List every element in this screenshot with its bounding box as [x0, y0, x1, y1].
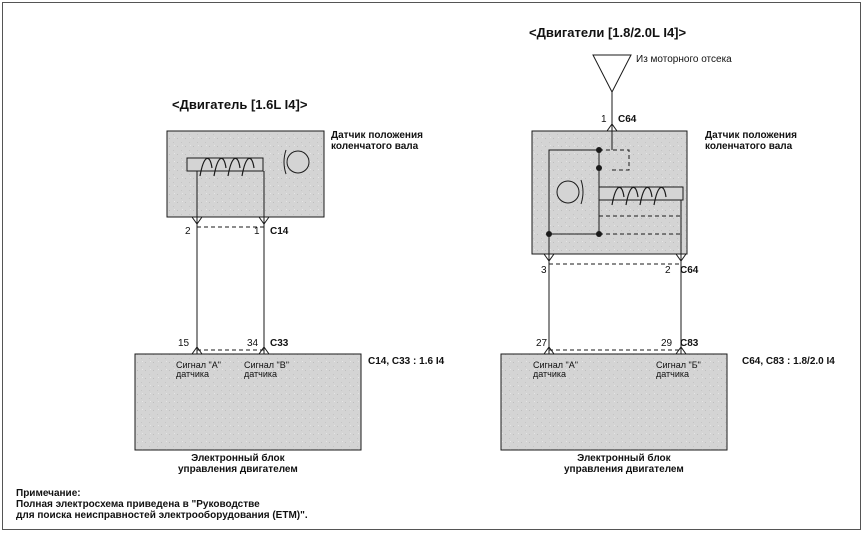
left-sensor-label: Датчик положения коленчатого вала [331, 130, 423, 152]
right-wires [543, 253, 687, 355]
right-sensor-pin-a: 3 [541, 265, 547, 276]
left-connector-note: C14, C33 : 1.6 I4 [368, 356, 445, 367]
right-signal-b: Сигнал "Б" датчика [656, 360, 701, 379]
right-ecu-pin-b: 29 [661, 338, 673, 349]
right-supply-pin: 1 [601, 114, 607, 125]
left-sensor-box [166, 130, 325, 218]
right-sensor-pin-b: 2 [665, 265, 671, 276]
right-ecu-connector: C83 [680, 338, 699, 349]
note-text: Полная электросхема приведена в "Руковод… [16, 499, 308, 521]
left-sensor-connector: C14 [270, 226, 289, 237]
right-sensor-label: Датчик положения коленчатого вала [705, 130, 797, 152]
note-heading: Примечание: [16, 488, 81, 499]
left-signal-b: Сигнал "В" датчика [244, 360, 289, 379]
right-connector-note: C64, C83 : 1.8/2.0 I4 [742, 356, 835, 367]
left-sensor-pin-b: 1 [254, 226, 260, 237]
left-ecu-label: Электронный блок управления двигателем [178, 453, 298, 475]
right-sensor-box [531, 130, 688, 255]
right-sensor-connector: C64 [680, 265, 699, 276]
left-wires [191, 216, 270, 355]
right-title: <Двигатели [1.8/2.0L I4]> [529, 25, 687, 40]
left-ecu-pin-a: 15 [178, 338, 190, 349]
right-source-label: Из моторного отсека [636, 54, 732, 65]
left-ecu-box [134, 353, 362, 451]
left-signal-a: Сигнал "А" датчика [176, 360, 221, 379]
right-supply-symbol [592, 54, 632, 132]
right-ecu-label: Электронный блок управления двигателем [564, 453, 684, 475]
left-ecu-connector: C33 [270, 338, 289, 349]
right-ecu-pin-a: 27 [536, 338, 548, 349]
left-sensor-pin-a: 2 [185, 226, 191, 237]
right-signal-a: Сигнал "А" датчика [533, 360, 578, 379]
left-ecu-pin-b: 34 [247, 338, 259, 349]
right-ecu-box [500, 353, 728, 451]
right-supply-connector: C64 [618, 114, 637, 125]
left-title: <Двигатель [1.6L I4]> [172, 97, 308, 112]
